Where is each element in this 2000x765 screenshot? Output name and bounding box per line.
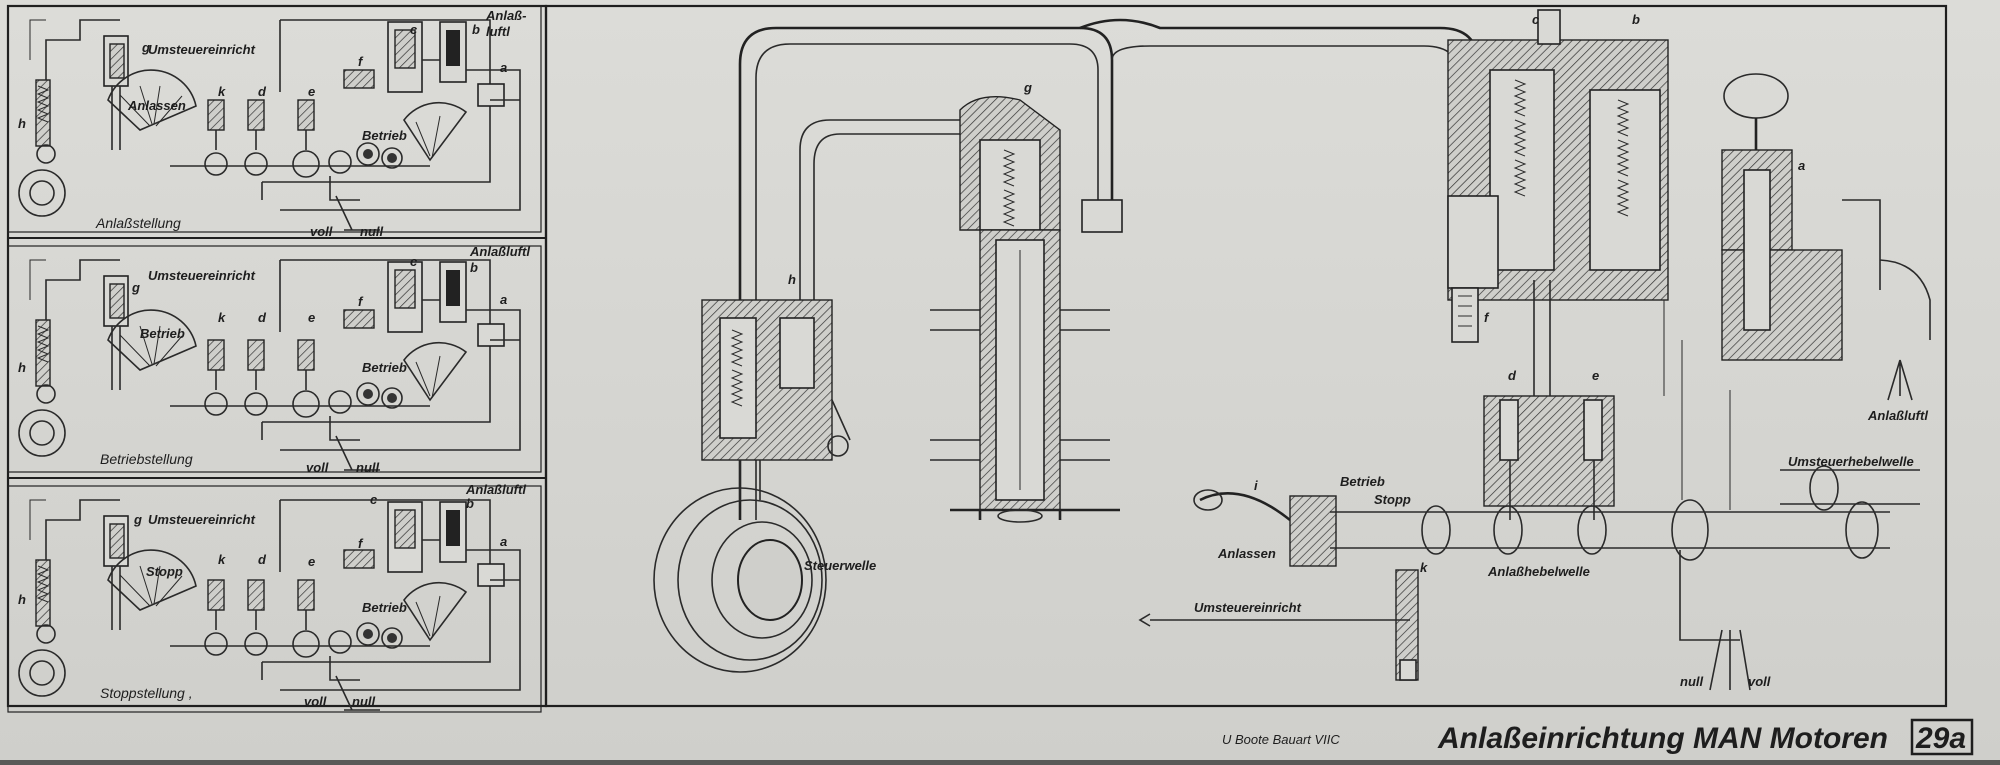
mode-label: Anlassen xyxy=(127,98,186,113)
run-position-schematic xyxy=(8,246,541,472)
label-c: c xyxy=(410,22,418,37)
air-label: Anlaßluftl xyxy=(469,244,530,259)
voll-label: voll xyxy=(304,694,327,709)
umsteuer-label: Umsteuereinricht xyxy=(148,42,256,57)
label-c: c xyxy=(370,492,378,507)
main-schematic xyxy=(653,9,1931,691)
label-h: h xyxy=(18,116,26,131)
air-label-2: luftl xyxy=(486,24,510,39)
label-d: d xyxy=(258,84,267,99)
main-label-i: i xyxy=(1254,478,1258,493)
panel-run-labels: h g Umsteuereinricht Betrieb k d e f c b… xyxy=(18,244,530,475)
stopp-label: Stopp xyxy=(1374,492,1411,507)
panel-start-labels: h g Umsteuereinricht Anlassen k d e f c … xyxy=(18,8,526,239)
anlasshebelwelle-label: Anlaßhebelwelle xyxy=(1487,564,1590,579)
main-label-h: h xyxy=(788,272,796,287)
betrieb-label: Betrieb xyxy=(1340,474,1385,489)
panel-caption: Betriebstellung xyxy=(100,451,193,467)
label-g: g xyxy=(133,512,142,527)
panel-stop-labels: h g Umsteuereinricht Stopp k d e f c b a… xyxy=(18,482,526,709)
label-k: k xyxy=(218,84,226,99)
label-f: f xyxy=(358,54,364,69)
label-g: g xyxy=(141,40,150,55)
main-label-k: k xyxy=(1420,560,1428,575)
label-a: a xyxy=(500,60,507,75)
panel-caption: Anlaßstellung xyxy=(95,215,181,231)
umsteuer-label: Umsteuereinricht xyxy=(148,512,256,527)
umsteuerhebelwelle-label: Umsteuerhebelwelle xyxy=(1788,454,1914,469)
null-label: null xyxy=(356,460,379,475)
stop-position-schematic xyxy=(8,486,541,712)
betrieb-label: Betrieb xyxy=(362,360,407,375)
main-label-c: c xyxy=(1532,12,1540,27)
main-label-a: a xyxy=(1798,158,1805,173)
panel-caption: Stoppstellung , xyxy=(100,685,193,701)
mode-label: Betrieb xyxy=(140,326,185,341)
label-e: e xyxy=(308,310,315,325)
label-h: h xyxy=(18,360,26,375)
null-label: null xyxy=(1680,674,1703,689)
label-d: d xyxy=(258,310,267,325)
plate-number: 29a xyxy=(1915,722,1966,755)
title: Anlaßeinrichtung MAN Motoren xyxy=(1437,722,1888,755)
label-b: b xyxy=(470,260,478,275)
betrieb-label: Betrieb xyxy=(362,600,407,615)
subtitle: U Boote Bauart VIIC xyxy=(1222,732,1340,747)
anlassluft-label: Anlaßluftl xyxy=(1867,408,1928,423)
air-label-1: Anlaß- xyxy=(485,8,526,23)
label-e: e xyxy=(308,554,315,569)
main-label-e: e xyxy=(1592,368,1599,383)
label-a: a xyxy=(500,292,507,307)
null-label: null xyxy=(352,694,375,709)
main-diagram-frame xyxy=(544,4,1948,708)
voll-label: voll xyxy=(310,224,333,239)
label-c: c xyxy=(410,254,418,269)
main-label-d: d xyxy=(1508,368,1517,383)
umsteuereinricht-label: Umsteuereinricht xyxy=(1194,600,1302,615)
label-b: b xyxy=(472,22,480,37)
label-a: a xyxy=(500,534,507,549)
label-e: e xyxy=(308,84,315,99)
voll-label: voll xyxy=(306,460,329,475)
null-label: null xyxy=(360,224,383,239)
main-label-g: g xyxy=(1023,80,1032,95)
label-f: f xyxy=(358,294,364,309)
betrieb-label: Betrieb xyxy=(362,128,407,143)
label-g: g xyxy=(131,280,140,295)
main-labels: g h c b a f d e i k Steuerwelle Anlaßluf… xyxy=(788,12,1928,689)
label-k: k xyxy=(218,552,226,567)
main-label-f: f xyxy=(1484,310,1490,325)
start-position-schematic xyxy=(8,6,541,232)
mode-label: Stopp xyxy=(146,564,183,579)
anlassen-label: Anlassen xyxy=(1217,546,1276,561)
label-f: f xyxy=(358,536,364,551)
umsteuer-label: Umsteuereinricht xyxy=(148,268,256,283)
steuerwelle-label: Steuerwelle xyxy=(804,558,876,573)
label-d: d xyxy=(258,552,267,567)
voll-label: voll xyxy=(1748,674,1771,689)
plate-box xyxy=(1910,718,1974,756)
label-k: k xyxy=(218,310,226,325)
label-h: h xyxy=(18,592,26,607)
air-label: Anlaßluftl xyxy=(465,482,526,497)
main-label-b: b xyxy=(1632,12,1640,27)
label-b: b xyxy=(466,496,474,511)
